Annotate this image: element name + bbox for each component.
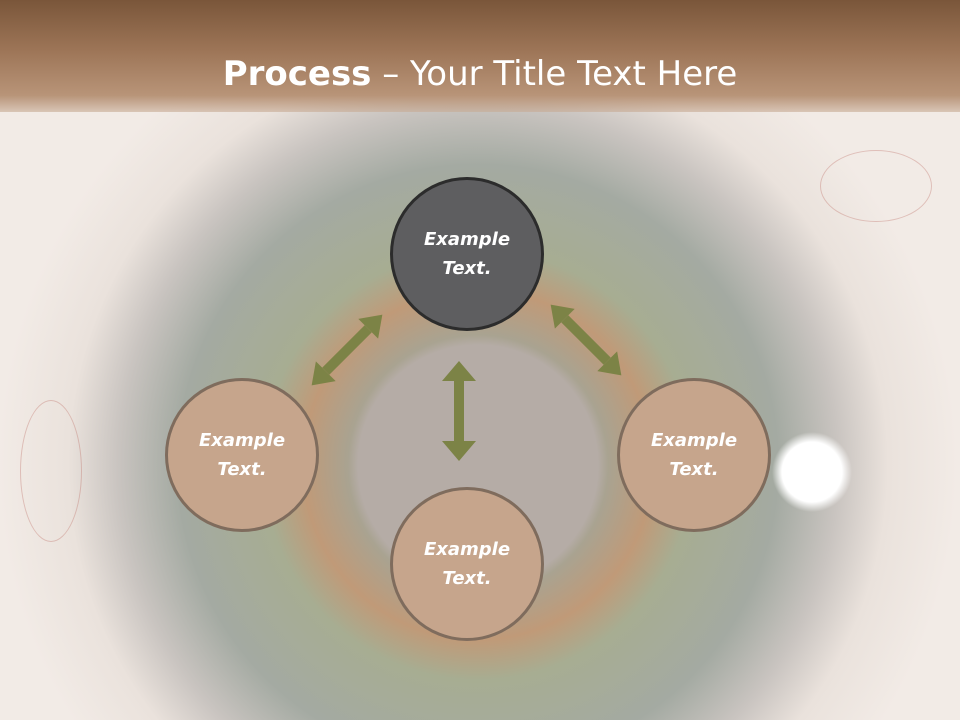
- node-top[interactable]: Example Text.: [390, 177, 544, 331]
- title-bar: Process – Your Title Text Here: [0, 0, 960, 112]
- slide-title: Process – Your Title Text Here: [0, 52, 960, 96]
- arrow-top-left: [311, 314, 383, 386]
- node-left[interactable]: Example Text.: [165, 378, 319, 532]
- title-rest: – Your Title Text Here: [371, 54, 738, 94]
- node-right[interactable]: Example Text.: [617, 378, 771, 532]
- arrow-vertical: [442, 361, 476, 461]
- vein-decoration: [20, 400, 82, 542]
- node-bottom[interactable]: Example Text.: [390, 487, 544, 641]
- arrow-top-right: [550, 304, 622, 376]
- title-bold: Process: [222, 54, 372, 94]
- vein-decoration: [820, 150, 932, 222]
